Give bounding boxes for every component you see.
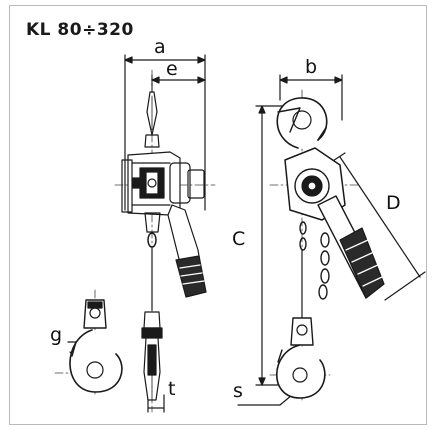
dimension-e-lines <box>151 74 206 96</box>
dimension-label-b: b <box>305 56 318 78</box>
model-title: KL 80÷320 <box>26 20 134 40</box>
dimension-b-lines <box>279 74 343 121</box>
dimension-label-d: D <box>386 192 401 214</box>
hoist-front-view <box>121 91 207 401</box>
dimension-label-s: s <box>233 380 243 402</box>
dimension-a-lines <box>124 54 206 211</box>
bottom-hook-detail <box>69 299 123 393</box>
dimension-label-c: C <box>232 228 246 250</box>
hoist-side-view <box>276 97 385 399</box>
dimension-label-e: e <box>166 58 178 80</box>
dimension-label-a: a <box>154 36 166 58</box>
dimension-s-lines <box>237 394 293 406</box>
dimension-label-g: g <box>50 324 63 346</box>
dimension-label-t: t <box>168 378 176 400</box>
